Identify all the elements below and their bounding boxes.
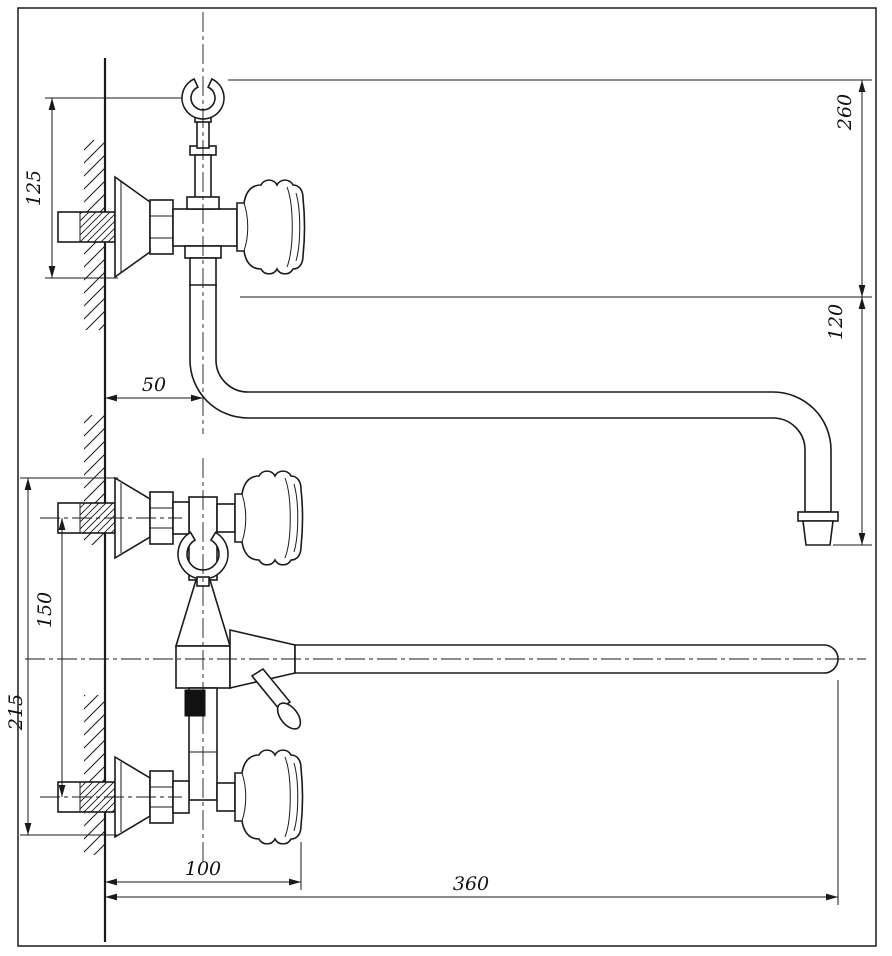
dim-label-360: 360 (453, 873, 489, 895)
diverter-lever-shaft (250, 667, 292, 711)
top-view (57, 77, 839, 546)
top-knob-neck (216, 503, 236, 533)
inlet-thread-hatch (79, 211, 116, 243)
dimension-100: 100 (105, 842, 302, 890)
dimension-150: 150 (34, 518, 66, 797)
top-handle-knob (234, 470, 304, 566)
dim-label-100: 100 (185, 858, 221, 880)
dim-label-125: 125 (23, 170, 45, 206)
hex-nut (149, 199, 174, 255)
dimension-360: 360 (105, 680, 839, 905)
diverter-lever-handle (276, 702, 302, 730)
escutcheon-bell (114, 175, 151, 279)
shower-holder-clip (181, 77, 225, 120)
drawing-border (17, 7, 877, 947)
valve-body (172, 208, 238, 247)
handle-knob (236, 179, 306, 275)
bottom-handle-knob (234, 749, 304, 845)
dim-label-215: 215 (5, 694, 27, 731)
bottom-knob-neck (216, 782, 236, 812)
wall-hatch-bottom (84, 695, 105, 855)
dimensions: 125 260 120 50 150 215 (5, 79, 872, 905)
front-view (57, 470, 839, 845)
dim-label-150: 150 (34, 592, 56, 628)
dimension-215: 215 (5, 477, 118, 836)
dimension-50: 50 (105, 374, 203, 402)
spout-tube-front (294, 644, 839, 674)
shower-holder-ring (177, 531, 229, 580)
centerlines (25, 12, 866, 862)
dimension-260: 260 (228, 79, 872, 298)
dim-label-120: 120 (825, 304, 847, 340)
spout-nozzle-flange (797, 511, 839, 522)
seal-black-mark (184, 689, 206, 717)
dim-label-260: 260 (834, 94, 856, 131)
spout-nozzle (802, 520, 834, 546)
dimension-120: 120 (825, 297, 872, 546)
dimension-125: 125 (23, 97, 182, 279)
dim-label-50: 50 (142, 374, 166, 396)
